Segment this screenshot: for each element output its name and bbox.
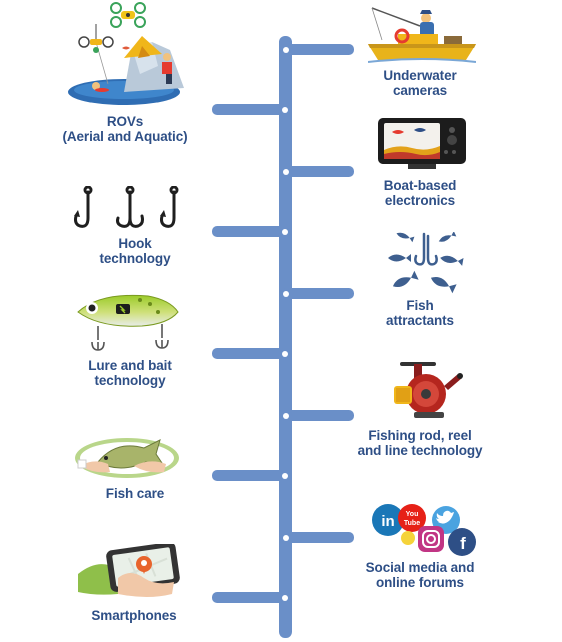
label-hook-technology: Hook technology <box>60 236 210 266</box>
branch-boat-electronics <box>280 166 354 177</box>
node-dot <box>283 290 289 297</box>
branch-rod-reel-line <box>280 410 354 421</box>
fishing-lure-icon <box>70 290 182 356</box>
fish-finder-screen-icon <box>378 118 466 170</box>
smartphone-map-icon <box>78 544 182 600</box>
fishing-hooks-icon <box>72 186 192 232</box>
label-smartphones: Smartphones <box>56 608 212 623</box>
label-rovs-line1: ROVs (Aerial and Aquatic) <box>62 114 188 144</box>
label-lure-bait: Lure and bait technology <box>50 358 210 388</box>
branch-lure-bait <box>212 348 292 359</box>
node-dot <box>282 106 288 113</box>
label-hook-text: Hook technology <box>99 236 171 266</box>
social-media-icons-cluster: in You Tube f <box>370 502 480 558</box>
node-dot <box>282 228 288 235</box>
branch-underwater-cameras <box>280 44 354 55</box>
branch-smartphones <box>212 592 292 603</box>
label-boat-electronics: Boat-based electronics <box>350 178 490 208</box>
label-fish-care: Fish care <box>60 486 210 501</box>
fishing-reel-icon <box>392 362 464 420</box>
label-social-media: Social media and online forums <box>340 560 500 590</box>
linkedin-icon: in <box>381 513 394 530</box>
branch-fish-attractants <box>280 288 354 299</box>
timeline-trunk <box>279 36 292 638</box>
drone-and-rov-icon <box>66 2 188 108</box>
facebook-icon: f <box>460 534 466 553</box>
node-dot <box>282 472 288 479</box>
label-social-media-text: Social media and online forums <box>365 560 475 590</box>
node-dot <box>283 168 289 175</box>
label-rovs: ROVs (Aerial and Aquatic) <box>40 114 210 144</box>
label-underwater-text: Underwater cameras <box>383 68 457 98</box>
label-smartphones-text: Smartphones <box>91 608 177 623</box>
node-dot <box>283 46 289 53</box>
branch-rovs <box>212 104 292 115</box>
label-lure-text: Lure and bait technology <box>88 358 172 388</box>
fish-attractant-icon <box>382 232 468 296</box>
label-rod-reel-line: Fishing rod, reel and line technology <box>340 428 500 458</box>
label-boat-electronics-text: Boat-based electronics <box>383 178 457 208</box>
branch-social-media <box>280 532 354 543</box>
branch-hook-technology <box>212 226 292 237</box>
twitter-icon <box>436 510 454 524</box>
label-fish-attractants: Fish attractants <box>360 298 480 328</box>
node-dot <box>282 594 288 601</box>
branch-fish-care <box>212 470 292 481</box>
label-fish-attractants-text: Fish attractants <box>386 298 454 328</box>
fisherman-boat-icon <box>368 6 476 64</box>
node-dot <box>283 534 289 541</box>
youtube-icon-top: You <box>406 511 419 518</box>
youtube-icon-bottom: Tube <box>404 520 420 527</box>
hands-holding-fish-icon <box>74 432 180 480</box>
node-dot <box>283 412 289 419</box>
label-fish-care-text: Fish care <box>105 486 165 501</box>
instagram-icon <box>422 530 440 548</box>
label-rod-reel-line-text: Fishing rod, reel and line technology <box>357 428 483 458</box>
node-dot <box>282 350 288 357</box>
label-underwater-cameras: Underwater cameras <box>350 68 490 98</box>
